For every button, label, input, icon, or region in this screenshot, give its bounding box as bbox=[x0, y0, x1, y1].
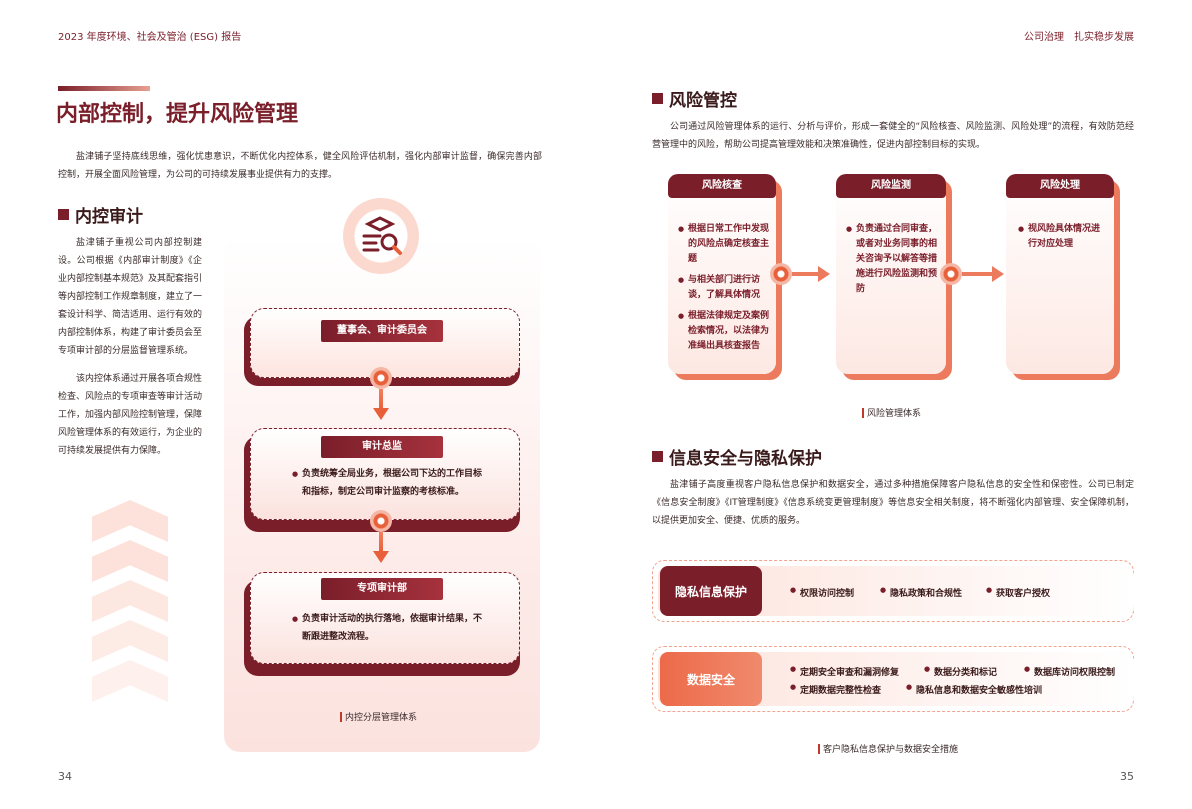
data-security-item: 隐私信息和数据安全敏感性培训 bbox=[906, 683, 1042, 696]
audit-paragraph-2: 该内控体系通过开展各项合规性检查、风险点的专项审查等审计活动工作，加强内部风险控… bbox=[58, 374, 203, 456]
info-heading-text: 信息安全与隐私保护 bbox=[669, 449, 822, 469]
risk-caption: 风险管理体系 bbox=[862, 406, 921, 419]
heading-square-icon bbox=[58, 209, 69, 220]
risk-card-check-items: 根据日常工作中发现的风险点确定核查主题 与相关部门进行访谈，了解具体情况 根据法… bbox=[678, 222, 770, 360]
risk-check-item: 根据日常工作中发现的风险点确定核查主题 bbox=[678, 222, 770, 267]
title-accent-bar bbox=[58, 86, 150, 91]
info-intro: 盐津铺子高度重视客户隐私信息保护和数据安全，通过多种措施保障客户隐私信息的安全性… bbox=[652, 480, 1134, 526]
audit-heading-text: 内控审计 bbox=[75, 207, 143, 227]
info-caption-text: 客户隐私信息保护与数据安全措施 bbox=[823, 745, 959, 755]
audit-heading: 内控审计 bbox=[58, 202, 143, 227]
risk-handle-item: 视风险具体情况进行对应处理 bbox=[1018, 222, 1108, 252]
risk-arrow-head-2 bbox=[992, 266, 1004, 282]
data-security-item: 数据分类和标记 bbox=[924, 665, 997, 678]
risk-card-handle-items: 视风险具体情况进行对应处理 bbox=[1018, 222, 1108, 258]
flow-arrow-1 bbox=[379, 389, 383, 409]
flow-arrow-head-1 bbox=[373, 408, 389, 420]
risk-arrow-2 bbox=[962, 272, 992, 276]
flow-node-2 bbox=[370, 510, 392, 532]
heading-square-icon bbox=[652, 93, 663, 104]
risk-check-item: 根据法律规定及案例检索情况，以法律为准绳出具核查报告 bbox=[678, 309, 770, 354]
privacy-item: 权限访问控制 bbox=[790, 586, 854, 599]
level-dept-text: ● 负责审计活动的执行落地，依据审计结果，不断跟进整改流程。 bbox=[292, 614, 483, 642]
risk-card-monitor-items: 负责通过合同审查，或者对业务同事的相关咨询予以解答等措施进行风险监测和预防 bbox=[846, 222, 938, 303]
flow-node-1 bbox=[370, 367, 392, 389]
risk-heading: 风险管控 bbox=[652, 86, 737, 111]
decorative-chevrons bbox=[92, 500, 168, 702]
info-caption: 客户隐私信息保护与数据安全措施 bbox=[818, 742, 958, 755]
risk-card-handle-title: 风险处理 bbox=[1006, 174, 1114, 198]
risk-check-item: 与相关部门进行访谈，了解具体情况 bbox=[678, 273, 770, 303]
level-board bbox=[250, 308, 520, 378]
data-security-band-label: 数据安全 bbox=[660, 652, 762, 706]
level-director-label: 审计总监 bbox=[321, 436, 443, 458]
audit-diagram-caption: 内控分层管理体系 bbox=[340, 710, 417, 723]
risk-heading-text: 风险管控 bbox=[669, 91, 737, 111]
risk-card-check-title: 风险核查 bbox=[668, 174, 776, 198]
heading-square-icon bbox=[652, 451, 663, 462]
risk-node-2 bbox=[940, 263, 962, 285]
data-security-item: 定期安全审查和漏洞修复 bbox=[790, 665, 899, 678]
flow-arrow-2 bbox=[379, 532, 383, 552]
risk-arrow-1 bbox=[792, 272, 818, 276]
level-director-text: ● 负责统筹全局业务，根据公司下达的工作目标和指标，制定公司审计监察的考核标准。 bbox=[292, 469, 483, 497]
level-dept-desc: 负责审计活动的执行落地，依据审计结果，不断跟进整改流程。 bbox=[302, 614, 483, 642]
risk-monitor-item: 负责通过合同审查，或者对业务同事的相关咨询予以解答等措施进行风险监测和预防 bbox=[846, 222, 938, 297]
info-heading: 信息安全与隐私保护 bbox=[652, 444, 822, 469]
risk-caption-text: 风险管理体系 bbox=[867, 409, 922, 419]
audit-paragraph-1: 盐津铺子重视公司内部控制建设。公司根据《内部审计制度》《企业内部控制基本规范》及… bbox=[58, 238, 203, 356]
privacy-item: 获取客户授权 bbox=[986, 586, 1050, 599]
privacy-item: 隐私政策和合规性 bbox=[880, 586, 962, 599]
intro-paragraph: 盐津铺子坚持底线思维，强化忧患意识，不断优化内控体系，健全风险评估机制，强化内部… bbox=[58, 152, 542, 180]
page-title: 内部控制，提升风险管理 bbox=[56, 102, 299, 127]
page-number-left: 34 bbox=[58, 770, 72, 783]
data-security-item: 定期数据完整性检查 bbox=[790, 683, 881, 696]
level-dept-label: 专项审计部 bbox=[321, 578, 443, 600]
report-title-header: 2023 年度环境、社会及管治 (ESG) 报告 bbox=[58, 32, 242, 43]
section-header: 公司治理 扎实稳步发展 bbox=[1024, 32, 1134, 43]
level-dept bbox=[250, 572, 520, 664]
data-security-item: 数据库访问权限控制 bbox=[1024, 665, 1115, 678]
risk-node-1 bbox=[770, 263, 792, 285]
privacy-band-label: 隐私信息保护 bbox=[660, 566, 762, 616]
level-board-label: 董事会、审计委员会 bbox=[321, 320, 443, 342]
risk-arrow-head-1 bbox=[818, 266, 830, 282]
page-number-right: 35 bbox=[1120, 770, 1134, 783]
level-director-desc: 负责统筹全局业务，根据公司下达的工作目标和指标，制定公司审计监察的考核标准。 bbox=[302, 469, 483, 497]
risk-intro: 公司通过风险管理体系的运行、分析与评价，形成一套健全的“风险核查、风险监测、风险… bbox=[652, 122, 1134, 150]
risk-card-monitor-title: 风险监测 bbox=[836, 174, 946, 198]
audit-caption-text: 内控分层管理体系 bbox=[345, 713, 418, 723]
flow-arrow-head-2 bbox=[373, 551, 389, 563]
risk-card-handle bbox=[1006, 174, 1114, 374]
audit-search-icon bbox=[343, 198, 419, 274]
